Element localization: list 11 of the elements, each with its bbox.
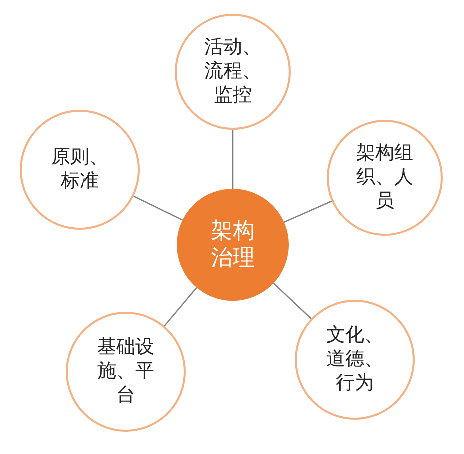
- topic-label: 原则、标准: [50, 146, 110, 194]
- connector-line: [164, 287, 198, 327]
- topic-label: 架构组织、人员: [356, 142, 414, 214]
- topic-label: 文化、道德、行为: [326, 324, 384, 396]
- connector-line: [134, 196, 183, 221]
- topic-label: 活动、流程、监控: [204, 36, 262, 108]
- topic-label: 基础设施、平台: [96, 336, 156, 408]
- connector-line: [273, 282, 312, 320]
- center-label: 架构治理: [210, 218, 256, 272]
- connector-line: [232, 130, 234, 189]
- connector-line: [284, 200, 332, 223]
